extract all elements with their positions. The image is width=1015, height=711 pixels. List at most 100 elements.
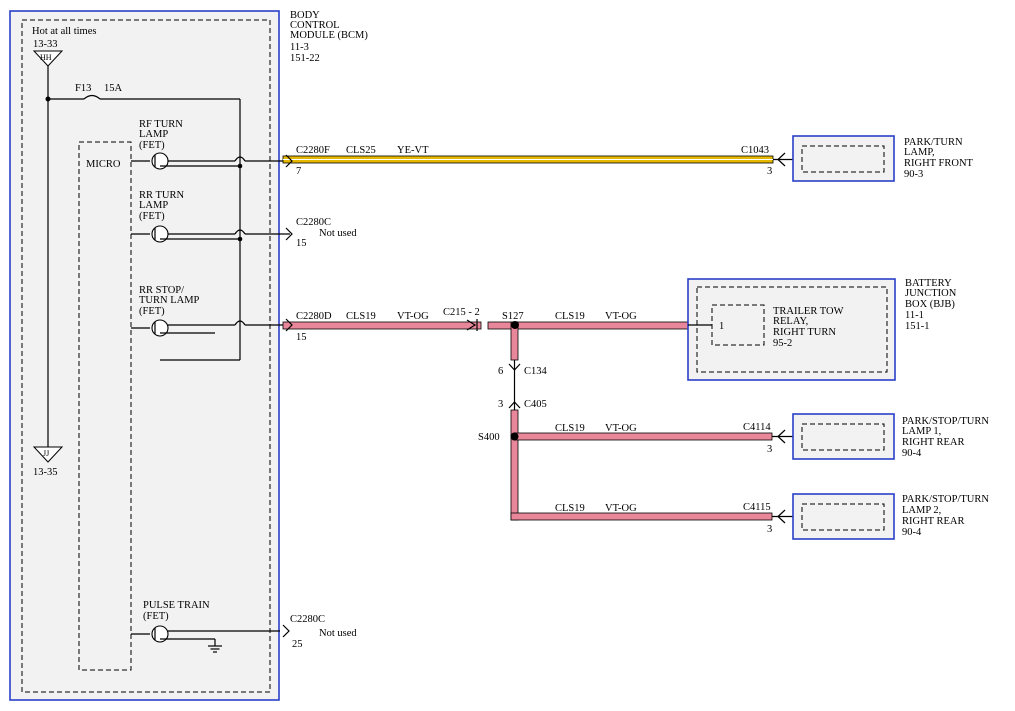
s400-splice-dot: [510, 432, 519, 441]
not-used-label-2: Not used: [319, 628, 357, 639]
pulse-fet-symbol: [151, 625, 169, 643]
cls19-label-a: CLS19: [346, 311, 376, 322]
park-turn-rf-inner: [801, 145, 885, 173]
hh-connector-symbol: [32, 50, 64, 67]
cls25-label: CLS25: [346, 145, 376, 156]
park-rf-label-1: PARK/TURN: [904, 137, 963, 148]
wire-vt-og-lamp2: [510, 512, 773, 521]
wire-vt-og-bcm: [282, 321, 482, 330]
lamp2-box: [792, 493, 895, 540]
c2280c-pin: 15: [296, 238, 307, 249]
c4114-arrow-icon: [777, 429, 786, 444]
stop-fet-label-2: TURN LAMP: [139, 295, 200, 306]
bcm-ref-1: 11-3: [290, 42, 309, 53]
lamp2-label-1: PARK/STOP/TURN: [902, 494, 989, 505]
c2280d-arrow-icon: [285, 318, 293, 332]
cls19-label-c: CLS19: [555, 423, 585, 434]
stop-crossover: [234, 320, 246, 326]
rf-fet-label-1: RF TURN: [139, 119, 183, 130]
relay-label-3: RIGHT TURN: [773, 327, 836, 338]
park-rf-label-4: 90-3: [904, 169, 923, 180]
jj-connector-symbol: [32, 446, 64, 463]
stop-fet-label-1: RR STOP/: [139, 285, 184, 296]
c134-connector-icon: [508, 363, 521, 371]
c4115-label: C4115: [743, 502, 771, 513]
hot-label: Hot at all times: [32, 26, 96, 37]
park-rf-label-2: LAMP,: [904, 147, 935, 158]
pulse-fet-label-2: (FET): [143, 611, 169, 622]
bcm-module-box: [9, 10, 280, 701]
c215-connector-icon: [466, 319, 477, 331]
relay-label-4: 95-2: [773, 338, 792, 349]
c2280c-label: C2280C: [296, 217, 331, 228]
c2280f-arrow-icon: [285, 154, 293, 168]
stop-fet-label-3: (FET): [139, 306, 165, 317]
c2280d-label: C2280D: [296, 311, 332, 322]
rr-fet-label-1: RR TURN: [139, 190, 184, 201]
lamp1-label-1: PARK/STOP/TURN: [902, 416, 989, 427]
c4114-pin: 3: [767, 444, 772, 455]
lamp2-inner: [801, 503, 885, 531]
c4115-arrow-icon: [777, 509, 786, 524]
bjb-label-3: BOX (BJB): [905, 299, 955, 310]
micro-box: [78, 141, 132, 671]
c4114-label: C4114: [743, 422, 771, 433]
hot-ref: 13-33: [33, 39, 58, 50]
bcm-title-3: MODULE (BCM): [290, 30, 368, 41]
c2280f-label: C2280F: [296, 145, 330, 156]
fuse-label: F13: [75, 83, 91, 94]
bcm-title-1: BODY: [290, 10, 320, 21]
pulse-fet-label-1: PULSE TRAIN: [143, 600, 210, 611]
lamp1-inner: [801, 423, 885, 451]
c1043-pin: 3: [767, 166, 772, 177]
micro-label: MICRO: [86, 159, 121, 170]
s400-label: S400: [478, 432, 500, 443]
lamp2-label-2: LAMP 2,: [902, 505, 941, 516]
c2280d-pin: 15: [296, 332, 307, 343]
s127-splice-dot: [511, 321, 519, 329]
rr-fet-label-2: LAMP: [139, 200, 168, 211]
jj-label: JJ: [43, 449, 49, 458]
bjb-label-2: JUNCTION: [905, 288, 957, 299]
fuse-rating: 15A: [104, 83, 123, 94]
jj-ref: 13-35: [33, 467, 58, 478]
c405-label: C405: [524, 399, 547, 410]
vt-og-label-d: VT-OG: [605, 503, 637, 514]
bcm-inner-box: [21, 19, 271, 693]
stop-fet-symbol: [151, 319, 169, 337]
lamp1-box: [792, 413, 895, 460]
c2280f-pin: 7: [296, 166, 301, 177]
relay-label-1: TRAILER TOW: [773, 306, 844, 317]
s127-label: S127: [502, 311, 524, 322]
lamp2-label-4: 90-4: [902, 527, 922, 538]
rr-crossover: [234, 229, 246, 235]
c134-label: C134: [524, 366, 548, 377]
wire-vt-og-down-2: [510, 409, 519, 521]
vt-og-label-c: VT-OG: [605, 423, 637, 434]
c215-label: C215 - 2: [443, 307, 480, 318]
rf-fet-label-2: LAMP: [139, 129, 168, 140]
c2280c-arrow-icon: [285, 227, 293, 241]
ground-icon: [208, 645, 222, 653]
not-used-label-1: Not used: [319, 228, 357, 239]
c2280c-2-label: C2280C: [290, 614, 325, 625]
relay-pin: 1: [719, 321, 724, 332]
park-rf-label-3: RIGHT FRONT: [904, 158, 974, 169]
bjb-inner: [696, 286, 888, 373]
c2280c-2-pin: 25: [292, 639, 303, 650]
bjb-label-4: 11-1: [905, 310, 924, 321]
fuse-symbol: [83, 94, 101, 100]
lamp1-label-4: 90-4: [902, 448, 922, 459]
wire-vt-og-lamp1: [513, 432, 773, 441]
hh-label: HH: [40, 53, 52, 62]
ye-vt-label: YE-VT: [397, 145, 429, 156]
cls19-label-d: CLS19: [555, 503, 585, 514]
lamp2-label-3: RIGHT REAR: [902, 516, 965, 527]
relay-label-2: RELAY,: [773, 316, 808, 327]
c1043-arrow-icon: [777, 152, 786, 167]
rf-crossover: [234, 156, 246, 162]
bcm-ref-2: 151-22: [290, 53, 320, 64]
lamp1-label-3: RIGHT REAR: [902, 437, 965, 448]
